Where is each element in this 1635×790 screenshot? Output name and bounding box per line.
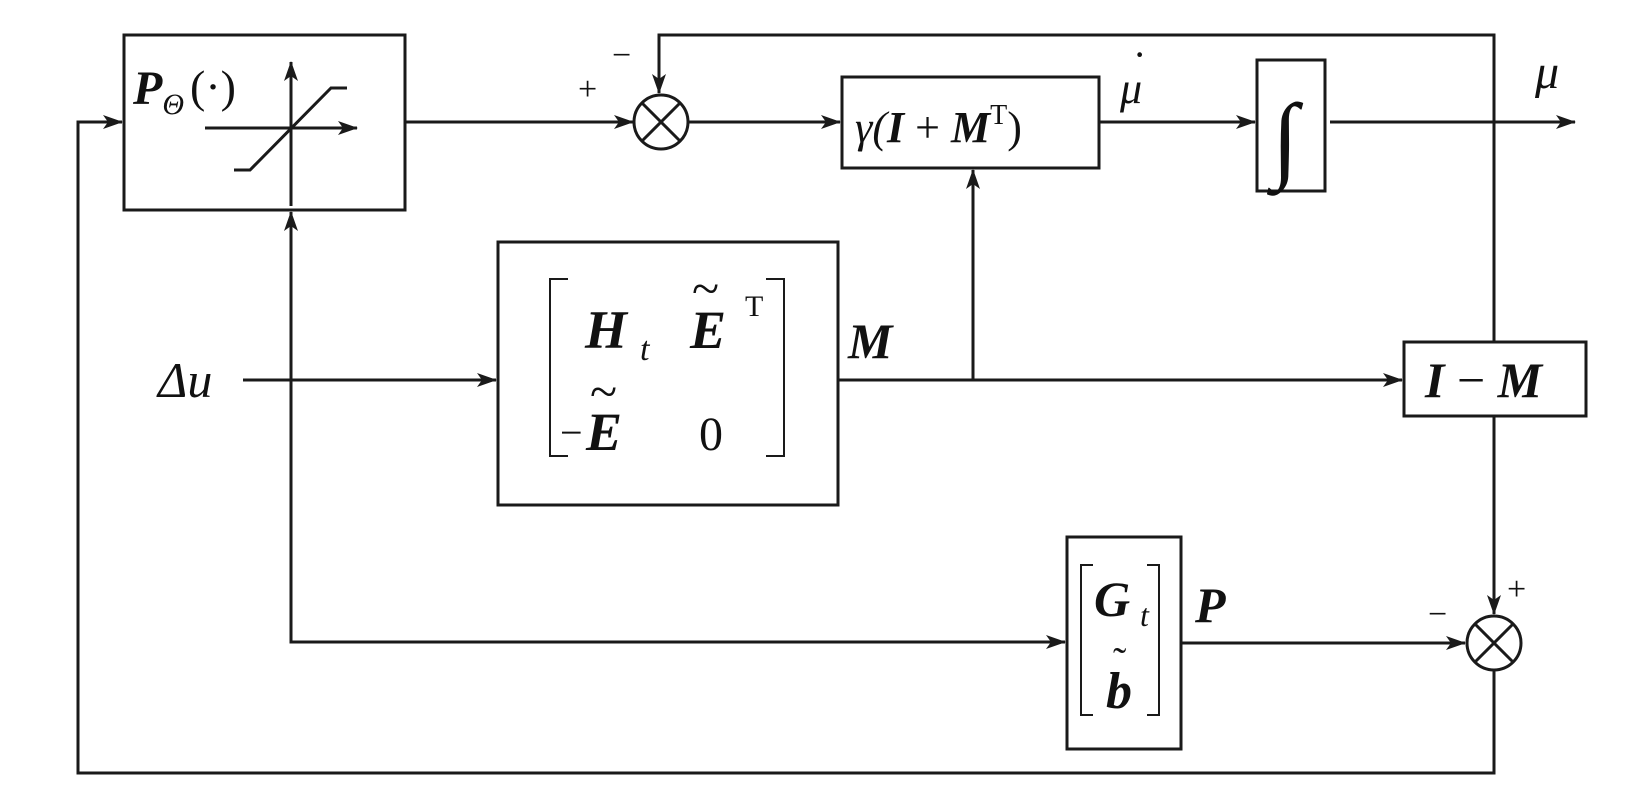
m-signal-label: M: [847, 313, 894, 369]
gain-prefix: γ(: [855, 103, 889, 152]
svg-text:I − M: I − M: [1424, 352, 1544, 408]
projection-symbol: P: [132, 62, 163, 115]
summing-junction-1: [632, 93, 690, 151]
gain-transpose: T: [990, 100, 1007, 131]
projection-subscript: Θ: [162, 88, 184, 121]
i-minus-m-left: I: [1424, 352, 1446, 408]
wire-delta-u-to-p-matrix: [289, 380, 1066, 649]
i-minus-m-op: −: [1444, 352, 1497, 408]
matrix-m-brackets: [549, 278, 785, 457]
gain-block: [840, 75, 1101, 170]
matrix-m-block: [496, 240, 840, 507]
integrator-block: [1255, 58, 1327, 193]
svg-text:PΘ(·): PΘ(·): [132, 61, 236, 121]
matrix-p-brackets: [1080, 564, 1160, 716]
gain-plus: +: [904, 103, 951, 152]
matrix-neg-e: E: [585, 402, 622, 462]
mu-dot-accent: ·: [1133, 32, 1146, 77]
matrix-neg-sign: −: [560, 410, 583, 455]
saturation-function-icon: [205, 61, 358, 206]
mu-dot-label: μ: [1119, 64, 1142, 113]
p-signal-label: P: [1194, 577, 1226, 633]
summing-junction-2: [1465, 614, 1523, 672]
matrix-h-subscript: t: [640, 331, 651, 368]
matrix-h: H: [584, 300, 629, 360]
gain-suffix: ): [1007, 103, 1022, 152]
sum1-plus-sign: +: [578, 71, 597, 108]
mu-output-label: μ: [1534, 46, 1559, 99]
svg-text:γ(I + MT): γ(I + MT): [855, 100, 1022, 152]
integral-symbol: ∫: [1266, 84, 1304, 196]
matrix-g: G: [1094, 571, 1130, 627]
signal-lines: [76, 33, 1576, 775]
gain-matrix: M: [950, 103, 992, 152]
wire-feedback-to-sum1: [652, 33, 1496, 342]
matrix-zero: 0: [699, 408, 723, 461]
i-minus-m-right: M: [1497, 352, 1544, 408]
matrix-neg-e-tilde: ~: [590, 363, 617, 419]
delta-u-label: Δu: [156, 352, 212, 408]
sum1-minus-sign: −: [612, 37, 631, 74]
matrix-g-subscript: t: [1140, 597, 1150, 633]
matrix-e-transpose-base: E: [689, 300, 726, 360]
wire-sum2-to-projection: [76, 115, 1496, 775]
sum2-plus-sign: +: [1507, 571, 1526, 608]
matrix-e-tilde: ~: [692, 260, 719, 316]
matrix-e-transpose-sup: T: [745, 290, 763, 323]
projection-argument: (·): [190, 61, 236, 112]
gain-identity: I: [886, 103, 906, 152]
matrix-b: b: [1106, 663, 1132, 720]
matrix-b-tilde: ˜: [1113, 639, 1127, 684]
sum2-minus-sign: −: [1428, 596, 1447, 633]
projection-block: [122, 33, 407, 212]
